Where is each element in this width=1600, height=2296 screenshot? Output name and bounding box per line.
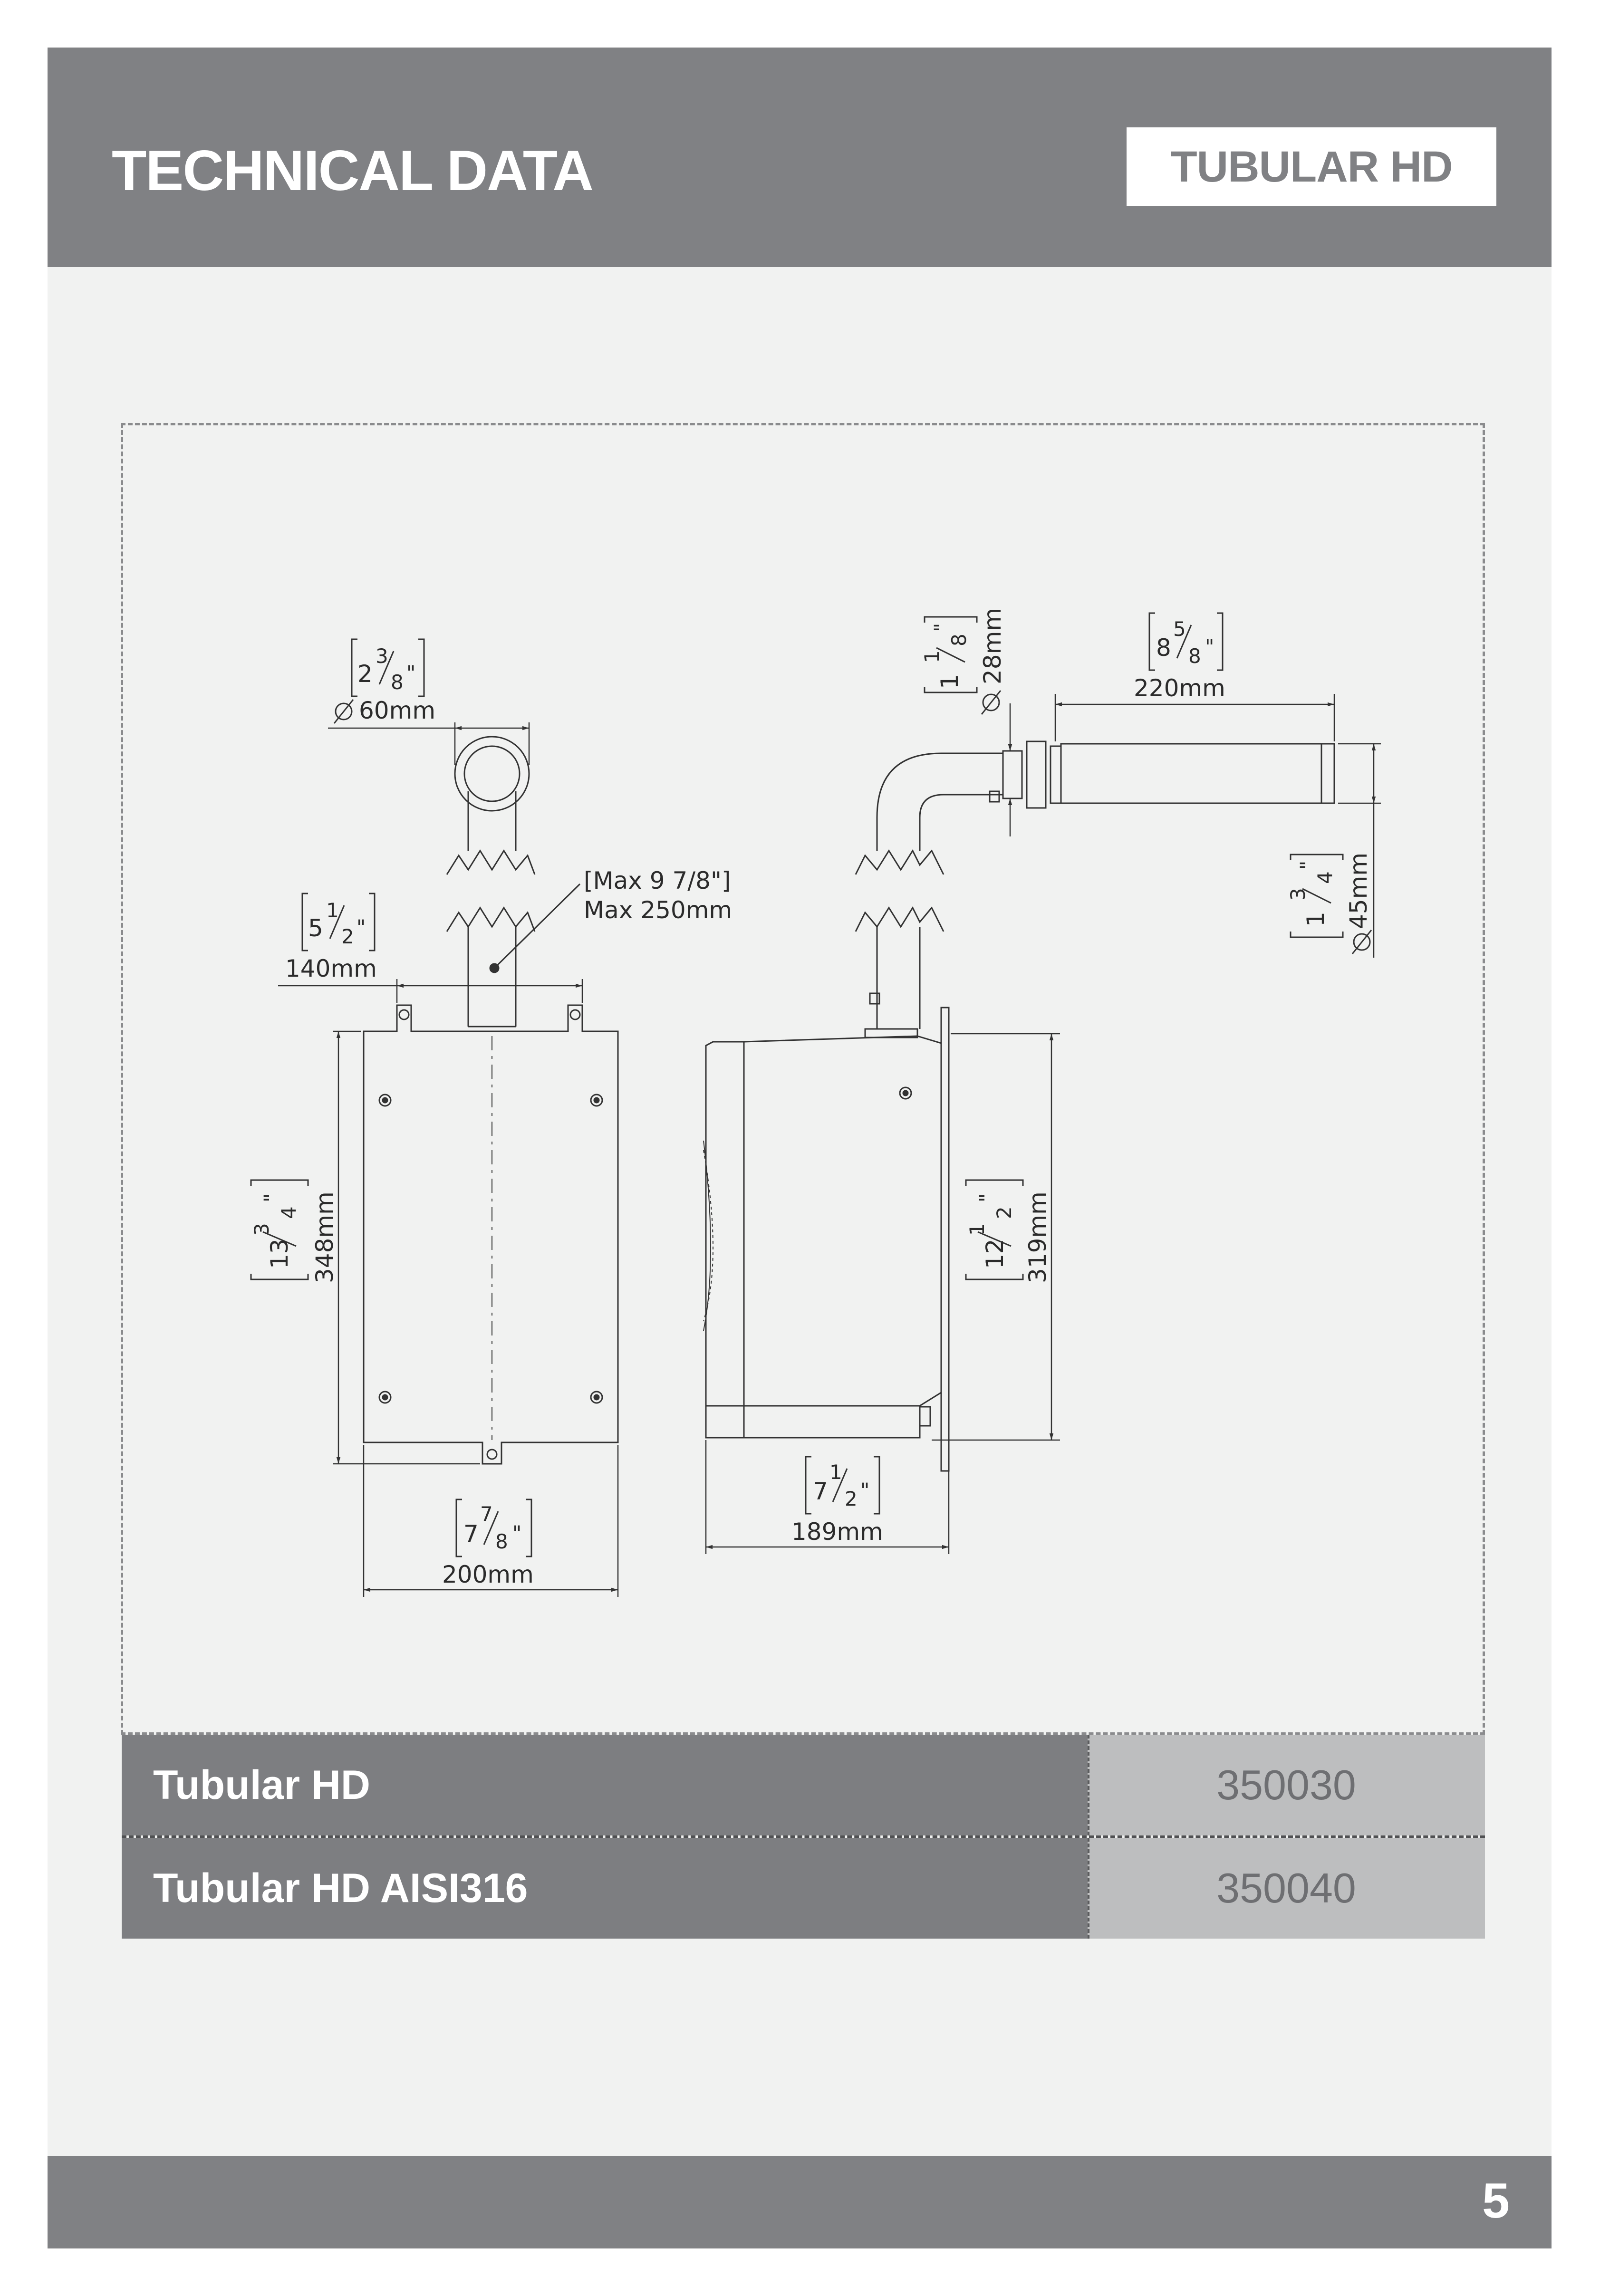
spacing-whole: 5: [308, 914, 323, 942]
spacing-mm: 140mm: [285, 955, 377, 982]
nozzle-len-whole: 8: [1156, 634, 1171, 662]
nozzle-od-den: 4: [1313, 871, 1337, 884]
nozzle-len-mm: 220mm: [1134, 674, 1225, 702]
side-height-whole: 12: [981, 1239, 1009, 1269]
nozzle-len-num: 5: [1173, 617, 1186, 641]
spacing-inch: ": [357, 915, 366, 939]
width-inch: ": [512, 1521, 521, 1545]
elbow-inner: [919, 794, 1003, 851]
column-divider: [1088, 1735, 1089, 1835]
depth-den: 2: [845, 1487, 858, 1510]
depth-num: 1: [829, 1460, 842, 1484]
pipe-dia-den: 8: [391, 671, 404, 694]
pipe-section-outer: [454, 736, 530, 812]
nozzle-od-mm: 45mm: [1345, 853, 1372, 929]
nozzle-dia-num: 1: [920, 650, 944, 663]
width-whole: 7: [463, 1520, 479, 1548]
nozzle-len-den: 8: [1188, 644, 1201, 668]
table-row: Tubular HD AISI316 350040: [122, 1838, 1485, 1939]
drawing-frame: [121, 423, 1485, 1735]
table-row: Tubular HD 350030: [122, 1735, 1485, 1838]
height-den: 4: [277, 1206, 300, 1219]
elbow-outer: [876, 752, 1003, 851]
side-height-mm: 319mm: [1024, 1191, 1051, 1283]
product-code: 350030: [1088, 1735, 1485, 1835]
product-tag: TUBULAR HD: [1127, 127, 1496, 206]
product-name: Tubular HD: [122, 1735, 1088, 1835]
height-whole: 13: [266, 1239, 293, 1269]
nozzle-dia-inch: ": [930, 623, 953, 632]
max-length-in: [Max 9 7/8"]: [584, 867, 731, 894]
pipe-dia-mm: 60mm: [359, 697, 435, 724]
depth-inch: ": [860, 1479, 869, 1502]
front-view: [363, 736, 619, 1465]
depth-mm: 189mm: [791, 1518, 883, 1546]
width-den: 8: [495, 1530, 508, 1553]
product-tag-label: TUBULAR HD: [1170, 142, 1453, 191]
nozzle-od-num: 3: [1286, 888, 1310, 901]
product-name: Tubular HD AISI316: [122, 1838, 1088, 1939]
depth-whole: 7: [813, 1478, 828, 1505]
side-box-outline: [705, 1035, 942, 1439]
nozzle-od-whole: 1: [1302, 912, 1330, 927]
pipe-dia-num: 3: [376, 644, 388, 668]
footer-bar: [48, 2156, 1552, 2248]
side-view: [703, 740, 1335, 1472]
nozzle-dia-whole: 1: [936, 674, 964, 689]
height-mm: 348mm: [311, 1191, 338, 1283]
spacing-den: 2: [341, 925, 354, 948]
nozzle-dia-den: 8: [947, 634, 971, 646]
max-length-mm: Max 250mm: [584, 896, 732, 924]
side-height-inch: ": [975, 1193, 998, 1202]
height-num: 3: [250, 1223, 273, 1236]
page-title: TECHNICAL DATA: [112, 139, 594, 202]
spout: [1060, 743, 1335, 804]
spacing-num: 1: [326, 899, 339, 922]
width-num: 7: [480, 1502, 493, 1526]
page-number: 5: [1482, 2173, 1510, 2229]
side-height-den: 2: [993, 1206, 1016, 1219]
pipe-dia-whole: 2: [357, 660, 373, 688]
product-table: Tubular HD 350030 Tubular HD AISI316 350…: [122, 1735, 1485, 1939]
side-height-num: 1: [965, 1223, 989, 1236]
nozzle-len-inch: ": [1205, 635, 1214, 658]
pipe-dia-inch: ": [406, 661, 415, 684]
height-inch: ": [260, 1193, 283, 1202]
front-box-outline: [363, 1004, 619, 1465]
product-code: 350040: [1088, 1838, 1485, 1939]
nozzle-od-inch: ": [1296, 861, 1319, 870]
column-divider: [1088, 1838, 1089, 1939]
nozzle-dia-mm: 28mm: [979, 608, 1006, 684]
width-mm: 200mm: [442, 1561, 534, 1588]
pipe-section-inner: [463, 745, 520, 802]
